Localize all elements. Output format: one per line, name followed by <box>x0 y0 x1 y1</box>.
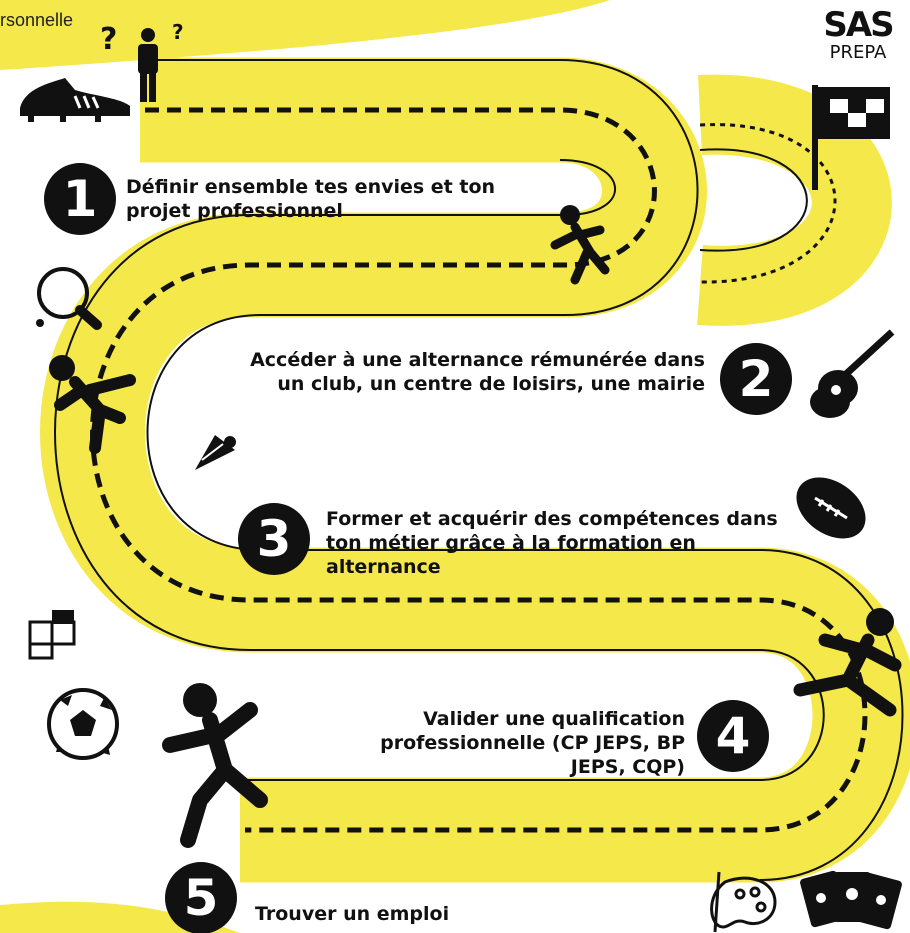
step-5-badge: 5 <box>165 862 237 933</box>
question-mark: ? <box>100 22 118 57</box>
flag-loop-dashes <box>699 123 837 284</box>
step-1-text: Définir ensemble tes envies et ton proje… <box>126 176 496 222</box>
person-icon <box>138 28 158 102</box>
step-2-text: Accéder à une alternance rémunérée dans … <box>250 349 705 395</box>
track-inner-line <box>54 159 825 781</box>
question-mark: ? <box>172 20 184 44</box>
playing-cards-icon <box>800 870 902 930</box>
step-4-text: Valider une qualification professionnell… <box>380 708 685 778</box>
step-4-badge: 4 <box>697 700 769 772</box>
runner-icon <box>550 205 610 285</box>
palette-icon <box>710 871 777 933</box>
step-2-badge: 2 <box>720 343 792 415</box>
step-3-text: Former et acquérir des compétences dans … <box>326 508 778 578</box>
logo-main-text: SAS <box>823 5 894 45</box>
runner-icon <box>793 608 902 717</box>
step-3-badge: 3 <box>238 503 310 575</box>
rugby-ball-icon <box>796 477 866 539</box>
runner-icon <box>162 683 268 848</box>
shuttlecock-icon <box>195 435 236 470</box>
flag-loop <box>697 74 892 326</box>
step-1-badge: 1 <box>44 163 116 235</box>
soccer-ball-icon <box>47 688 119 760</box>
checkered-flag-icon <box>812 85 890 190</box>
track-center-dashes <box>90 107 868 833</box>
football-boot-icon <box>20 78 130 122</box>
logo-sub-text: PREPA <box>829 42 887 63</box>
header-partial-text: rsonnelle <box>0 10 74 30</box>
track-outer-line <box>140 59 904 881</box>
flag-loop-line <box>699 148 808 252</box>
puzzle-icon <box>28 610 76 660</box>
guitar-icon <box>810 329 895 418</box>
step-5-text: Trouver un emploi <box>255 903 450 925</box>
sas-prepa-logo: SAS PREPA <box>814 8 902 62</box>
runner-icon <box>49 355 136 454</box>
ping-pong-icon <box>36 267 102 330</box>
